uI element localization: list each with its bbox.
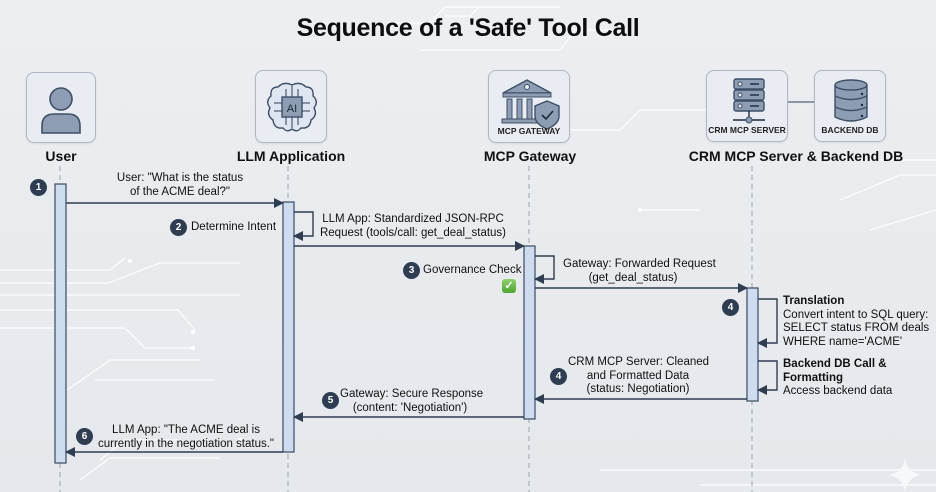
step-badge-4-response: 4 bbox=[550, 368, 567, 385]
note-line: Access backend data bbox=[783, 385, 893, 397]
backend-db-box-caption: BACKEND DB bbox=[821, 125, 879, 135]
self-arrow-backend-db bbox=[757, 360, 778, 395]
activation-llm bbox=[282, 201, 295, 453]
server-db-connector bbox=[788, 101, 814, 103]
sparkle-icon bbox=[888, 458, 922, 492]
gateway-shield-icon bbox=[501, 79, 560, 130]
check-icon: ✓ bbox=[502, 279, 516, 293]
ai-brain-icon: AI bbox=[267, 82, 317, 132]
message-step-1: User: "What is the status of the ACME de… bbox=[100, 172, 260, 199]
svg-text:AI: AI bbox=[287, 103, 297, 115]
message-line: (status: Negotiation) bbox=[586, 383, 690, 395]
message-line: currently in the negotiation status." bbox=[97, 437, 275, 450]
message-line: User: "What is the status bbox=[116, 172, 244, 184]
note-line: WHERE name='ACME' bbox=[783, 335, 903, 348]
note-title: Formatting bbox=[783, 371, 844, 384]
self-arrow-translation bbox=[757, 298, 778, 348]
self-arrow-governance-check bbox=[534, 255, 555, 284]
actor-label-gateway: MCP Gateway bbox=[483, 148, 577, 164]
crm-server-box-caption: CRM MCP SERVER bbox=[708, 125, 786, 135]
step-badge-6: 6 bbox=[76, 428, 93, 445]
note-line: Convert intent to SQL query: bbox=[783, 308, 929, 321]
message-line: CRM MCP Server: Cleaned bbox=[568, 356, 710, 368]
self-label-governance-check: Governance Check bbox=[423, 264, 522, 276]
message-line: LLM App: Standardized JSON-RPC bbox=[322, 213, 504, 225]
message-line: and Formatted Data bbox=[586, 369, 690, 382]
step-badge-1: 1 bbox=[30, 179, 47, 196]
llm-icon-box: AI bbox=[255, 70, 327, 143]
crm-server-icon-box: CRM MCP SERVER bbox=[706, 70, 788, 142]
message-line: Gateway: Forwarded Request bbox=[563, 258, 716, 270]
message-line: of the ACME deal?" bbox=[130, 185, 230, 198]
actor-label-crm: CRM MCP Server & Backend DB bbox=[688, 148, 904, 164]
message-llm-to-gateway: LLM App: Standardized JSON-RPC Request (… bbox=[318, 213, 508, 240]
step-badge-4-translation: 4 bbox=[722, 299, 739, 316]
server-icon bbox=[733, 78, 765, 124]
note-translation: Translation Convert intent to SQL query:… bbox=[783, 295, 929, 349]
message-line: (get_deal_status) bbox=[588, 271, 678, 284]
note-title: Backend DB Call & bbox=[783, 358, 887, 370]
message-line: Gateway: Secure Response bbox=[340, 388, 484, 400]
self-arrow-determine-intent bbox=[293, 211, 314, 241]
actor-label-llm: LLM Application bbox=[236, 148, 346, 164]
note-title: Translation bbox=[783, 295, 845, 307]
step-badge-3: 3 bbox=[403, 262, 420, 279]
activation-user bbox=[54, 183, 67, 464]
note-line: SELECT status FROM deals bbox=[783, 322, 930, 334]
activation-gateway bbox=[523, 245, 536, 420]
diagram-title: Sequence of a 'Safe' Tool Call bbox=[296, 14, 640, 42]
gateway-icon-box: MCP GATEWAY bbox=[488, 70, 570, 143]
note-backend-db-call: Backend DB Call & Formatting Access back… bbox=[783, 358, 892, 399]
message-line: Request (tools/call: get_deal_status) bbox=[319, 226, 507, 239]
message-crm-to-gateway: CRM MCP Server: Cleaned and Formatted Da… bbox=[568, 356, 710, 397]
message-gateway-to-crm: Gateway: Forwarded Request (get_deal_sta… bbox=[563, 258, 716, 285]
activation-crm bbox=[746, 287, 759, 402]
user-icon bbox=[41, 87, 81, 134]
message-llm-to-user: LLM App: "The ACME deal is currently in … bbox=[92, 424, 280, 451]
actor-label-user: User bbox=[45, 148, 77, 164]
user-icon-box bbox=[26, 72, 96, 143]
step-badge-2: 2 bbox=[170, 219, 187, 236]
message-gateway-to-llm: Gateway: Secure Response (content: 'Nego… bbox=[340, 388, 484, 415]
gateway-box-caption: MCP GATEWAY bbox=[497, 126, 561, 136]
database-icon bbox=[834, 79, 868, 122]
message-line: LLM App: "The ACME deal is bbox=[112, 424, 260, 436]
step-badge-5: 5 bbox=[322, 392, 339, 409]
message-line: (content: 'Negotiation') bbox=[352, 401, 468, 414]
self-label-determine-intent: Determine Intent bbox=[191, 221, 277, 233]
backend-db-icon-box: BACKEND DB bbox=[814, 70, 886, 142]
